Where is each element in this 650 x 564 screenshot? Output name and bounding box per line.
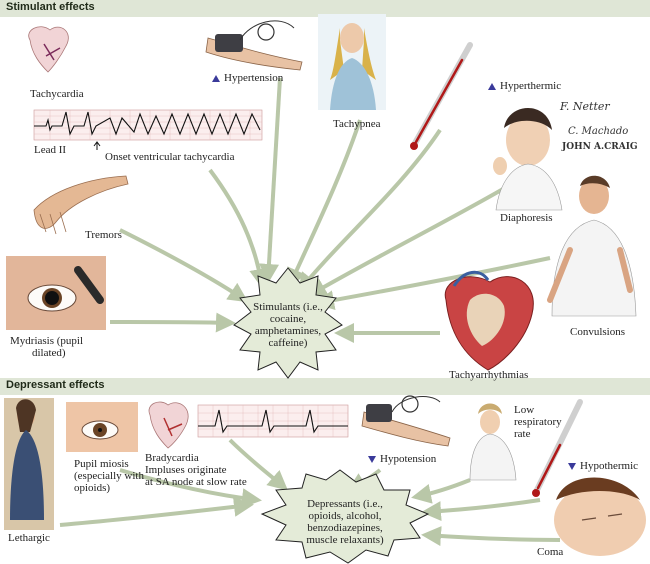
stimulant-arrows: [109, 77, 551, 343]
hyperthermic-label: Hyperthermic: [488, 80, 561, 92]
stimulant-burst: [233, 267, 343, 379]
heart-bradycardia-icon: [148, 401, 189, 449]
miosis-eye-figure: [66, 402, 138, 452]
hypothermic-label: Hypothermic: [568, 460, 638, 472]
tachypnea-label: Tachypnea: [333, 118, 381, 130]
up-arrow-icon: [212, 74, 220, 82]
respiratory-woman-figure: [469, 403, 517, 481]
thermometer-hyperthermic-icon: [410, 42, 473, 150]
depressant-arrows: [59, 438, 561, 547]
hypertension-label: Hypertension: [212, 72, 283, 84]
depressant-header-text: Depressant effects: [6, 379, 105, 391]
blood-pressure-hypertension-icon: [205, 20, 303, 71]
hypotension-label: Hypotension: [368, 453, 436, 465]
heart-tachyarrhythmias-figure: [444, 270, 534, 371]
diaphoresis-boy-figure: [493, 108, 563, 211]
blood-pressure-hypotension-icon: [361, 395, 451, 447]
craig-signature: JOHN A.CRAIG: [562, 142, 638, 152]
stimulant-center-line3: amphetamines,: [255, 325, 322, 337]
lead-ii-label: Lead II: [34, 144, 67, 156]
lethargic-woman-figure: [4, 398, 54, 530]
heart-tachycardia-icon: [28, 26, 69, 73]
stimulant-center-line4: caffeine): [269, 337, 308, 349]
convulsions-label: Convulsions: [570, 326, 626, 338]
depressant-burst: [260, 469, 430, 564]
depressant-section-header: Depressant effects: [0, 378, 650, 395]
tremors-label: Tremors: [85, 229, 122, 241]
tachypnea-woman-figure: [318, 14, 386, 110]
thermometer-hypothermic-icon: [532, 399, 583, 497]
down-arrow-icon: [368, 455, 376, 463]
depressant-center-line1: Depressants (i.e.,: [307, 498, 383, 510]
tremor-hand-figure: [33, 175, 129, 235]
tachycardia-label: Tachycardia: [30, 88, 84, 100]
lethargic-label: Lethargic: [8, 532, 50, 544]
ecg-strip-tachycardia: [33, 109, 263, 150]
up-arrow-icon: [488, 82, 496, 90]
convulsions-man-figure: [547, 175, 637, 317]
stimulant-center-line2: cocaine,: [270, 313, 307, 325]
coma-label: Coma: [537, 546, 564, 558]
diaphoresis-label: Diaphoresis: [500, 212, 553, 224]
onset-vt-label: Onset ventricular tachycardia: [105, 151, 235, 163]
tachyarrhythmias-label: Tachyarrhythmias: [449, 369, 529, 381]
down-arrow-icon: [568, 462, 576, 470]
mydriasis-eye-figure: [6, 256, 106, 330]
stimulant-header-text: Stimulant effects: [6, 1, 95, 13]
depressant-center-line2: opioids, alcohol,: [308, 510, 381, 522]
depressant-center-line3: benzodiazepines,: [307, 522, 383, 534]
coma-face-figure: [554, 477, 646, 556]
netter-signature: F. Netter: [560, 100, 610, 113]
stimulant-section-header: Stimulant effects: [0, 0, 650, 17]
stimulant-center-line1: Stimulants (i.e.,: [253, 301, 323, 313]
depressant-center-line4: muscle relaxants): [306, 534, 384, 546]
ecg-strip-bradycardia: [197, 404, 349, 438]
machado-signature: C. Machado: [568, 126, 629, 137]
